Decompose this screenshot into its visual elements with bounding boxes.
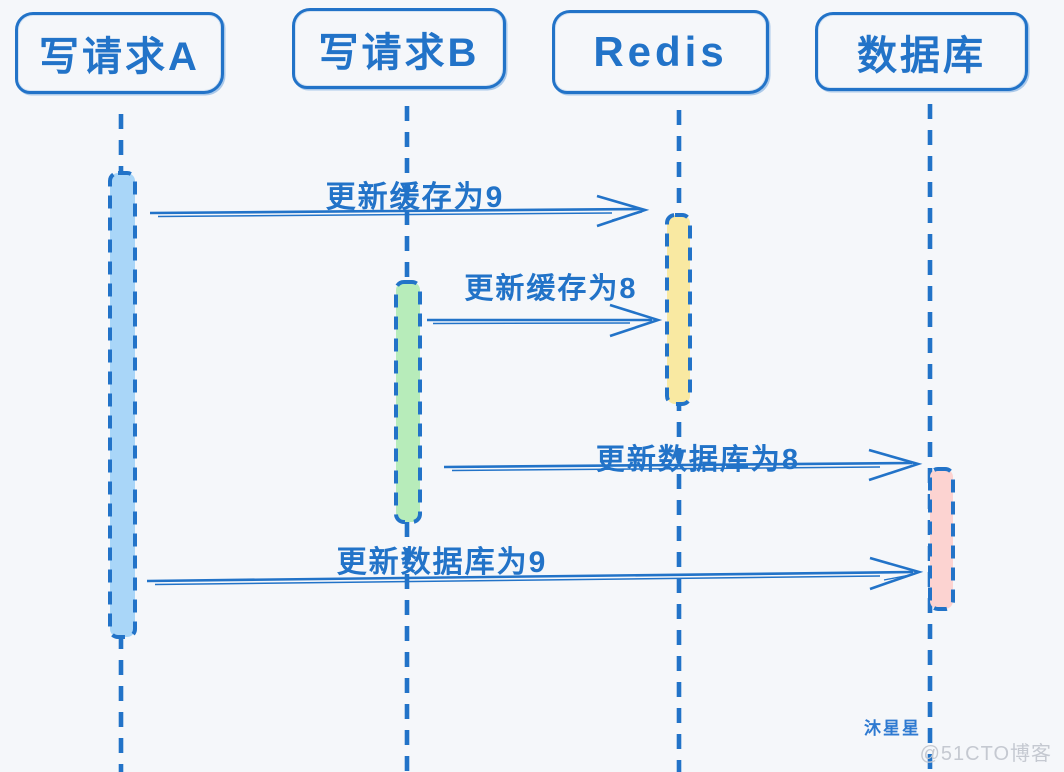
actor-label-redis: Redis: [593, 28, 728, 75]
actor-label-database: 数据库: [857, 33, 986, 78]
actor-box-database: 数据库: [815, 12, 1028, 91]
message-label-3: 更新数据库为8: [595, 444, 801, 476]
message-label-2: 更新缓存为8: [464, 273, 638, 305]
activation-database: [928, 467, 955, 611]
message-arrow-2: [427, 303, 663, 338]
activation-redis: [665, 213, 692, 406]
actor-box-writer-a: 写请求A: [15, 12, 224, 94]
activation-writer-b: [394, 280, 422, 524]
message-arrow-1: [149, 194, 650, 228]
watermark-site-51cto: @51CTO博客: [919, 743, 1052, 765]
message-arrow-3: [443, 448, 923, 482]
actor-label-writer-a: 写请求A: [39, 35, 200, 79]
activation-writer-a: [108, 171, 137, 639]
actor-box-writer-b: 写请求B: [292, 8, 506, 89]
message-label-4: 更新数据库为9: [336, 546, 548, 579]
message-arrow-4: [146, 556, 924, 591]
watermark-author: 沐星星: [864, 719, 921, 738]
message-label-1: 更新缓存为9: [325, 181, 505, 214]
actor-box-redis: Redis: [552, 10, 769, 94]
actor-label-writer-b: 写请求B: [318, 30, 480, 75]
